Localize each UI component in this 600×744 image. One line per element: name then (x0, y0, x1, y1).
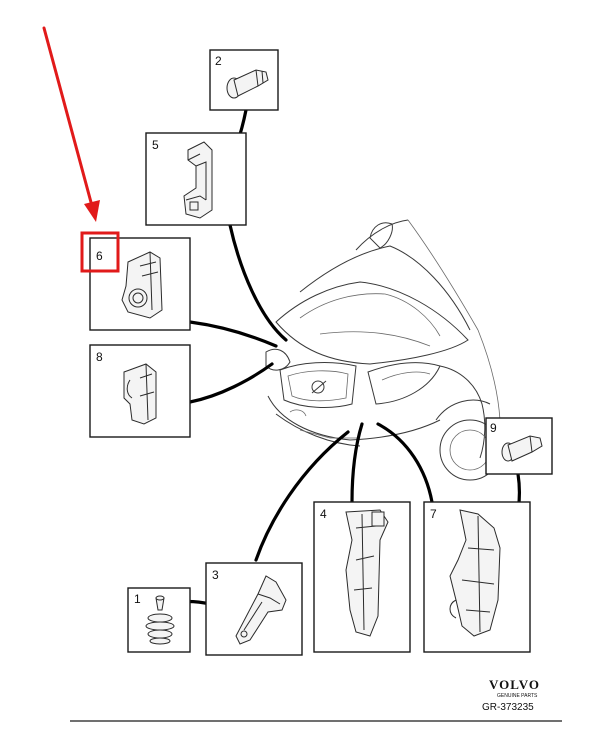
callout-8-number: 8 (96, 350, 103, 364)
callout-1-number: 1 (134, 592, 141, 606)
callout-6-highlight-frame (80, 231, 120, 273)
bumper-bracket-icon (235, 575, 287, 645)
callout-7[interactable]: 7 (423, 501, 531, 653)
callout-5-number: 5 (152, 138, 159, 152)
radiator-bracket-icon (449, 509, 501, 637)
callout-1[interactable]: 1 (127, 587, 191, 653)
callout-3-number: 3 (212, 568, 219, 582)
callout-4-number: 4 (320, 507, 327, 521)
headlight-bracket-icon (121, 251, 163, 319)
callout-6-number: 6 (96, 249, 103, 263)
callout-7-number: 7 (430, 507, 437, 521)
callout-9-number: 9 (490, 421, 497, 435)
callout-3[interactable]: 3 (205, 562, 303, 656)
reference-number: GR-373235 (482, 702, 534, 713)
car-front-illustration (265, 219, 501, 481)
callout-2[interactable]: 2 (209, 49, 279, 111)
highlight-arrow (42, 26, 100, 222)
callout-5[interactable]: 5 (145, 132, 247, 226)
spring-clip-icon (145, 595, 175, 645)
callout-9[interactable]: 9 (485, 417, 553, 475)
push-clip-icon-2 (501, 435, 543, 462)
side-bracket-icon (345, 509, 389, 637)
brand-logo-text: VOLVO (489, 677, 540, 692)
brand-block: VOLVO GENUINE PARTS GR-373235 (482, 677, 540, 713)
callout-2-number: 2 (215, 54, 222, 68)
callout-6[interactable]: 6 (80, 231, 191, 331)
push-clip-icon (226, 69, 269, 99)
callout-4[interactable]: 4 (313, 501, 411, 653)
callout-8[interactable]: 8 (89, 344, 191, 438)
brand-subtitle: GENUINE PARTS (497, 693, 538, 699)
mount-bracket-icon (123, 363, 157, 425)
bracket-icon (183, 141, 213, 219)
